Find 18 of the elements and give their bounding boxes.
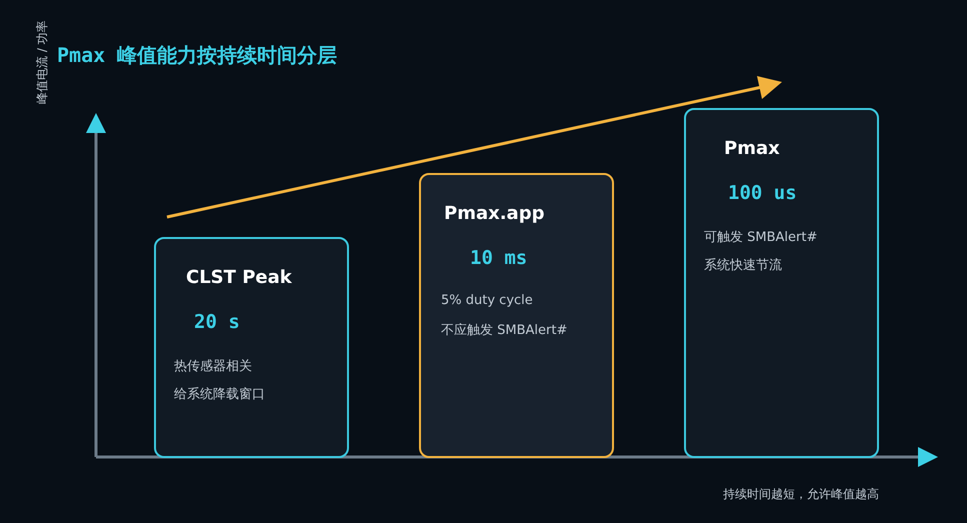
- note-text: 不应触发 SMBAlert#: [441, 322, 568, 339]
- value-text: 100 us: [728, 182, 797, 204]
- note-text: 系统快速节流: [704, 257, 782, 274]
- note-text: 5% duty cycle: [441, 293, 533, 308]
- tier-card: [684, 108, 879, 458]
- axis-label: 持续时间越短，允许峰值越高: [723, 486, 879, 503]
- value-text: 10 ms: [470, 247, 528, 269]
- note-text: 热传感器相关: [174, 358, 252, 375]
- note-text: 可触发 SMBAlert#: [704, 229, 818, 246]
- note-text: 给系统降载窗口: [174, 386, 265, 403]
- tier-card: [154, 237, 349, 458]
- box-title: Pmax.app: [444, 203, 544, 224]
- box-title: CLST Peak: [186, 267, 292, 288]
- box-title: Pmax: [724, 138, 780, 159]
- value-text: 20 s: [194, 311, 240, 333]
- axis-label: 峰值电流 / 功率: [34, 20, 50, 104]
- title: Pmax 峰值能力按持续时间分层: [57, 42, 338, 69]
- tier-card: [419, 173, 614, 458]
